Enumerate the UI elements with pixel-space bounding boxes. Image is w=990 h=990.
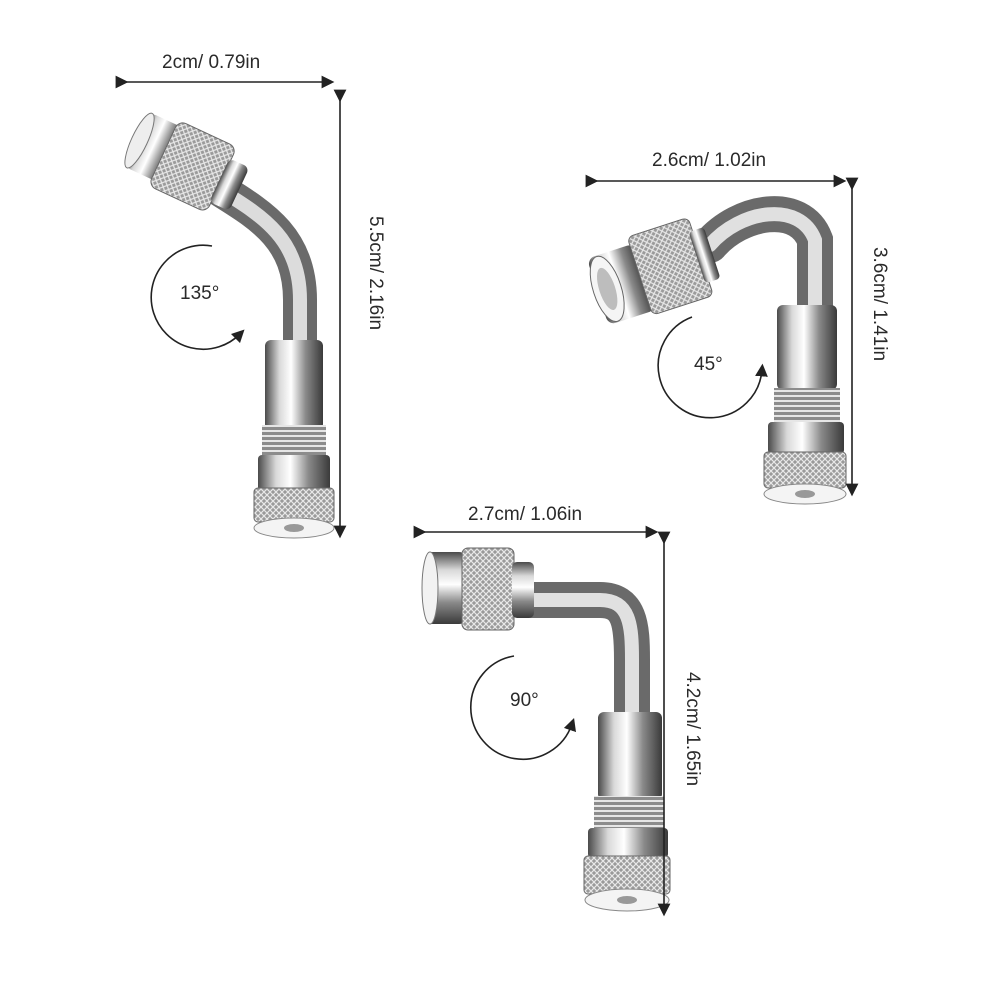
adapter-45-degree xyxy=(588,196,847,505)
rotation-arrows xyxy=(150,244,768,761)
angle-label-90: 90° xyxy=(510,690,539,711)
width-label-45: 2.6cm/ 1.02in xyxy=(652,150,767,171)
rotation-arc-135 xyxy=(150,244,245,351)
adapter-135-degree xyxy=(124,112,335,539)
rotation-arc-90 xyxy=(470,655,576,761)
width-label-135: 2cm/ 0.79in xyxy=(162,52,261,73)
angle-label-45: 45° xyxy=(694,354,723,375)
height-label-45: 3.6cm/ 1.41in xyxy=(869,246,890,362)
height-label-90: 4.2cm/ 1.65in xyxy=(682,671,703,787)
rotation-arc-45 xyxy=(657,316,768,419)
adapter-90-degree xyxy=(421,547,671,912)
dimension-lines xyxy=(115,75,859,917)
width-label-90: 2.7cm/ 1.06in xyxy=(468,504,583,525)
angle-label-135: 135° xyxy=(180,283,220,304)
height-label-135: 5.5cm/ 2.16in xyxy=(365,215,386,331)
